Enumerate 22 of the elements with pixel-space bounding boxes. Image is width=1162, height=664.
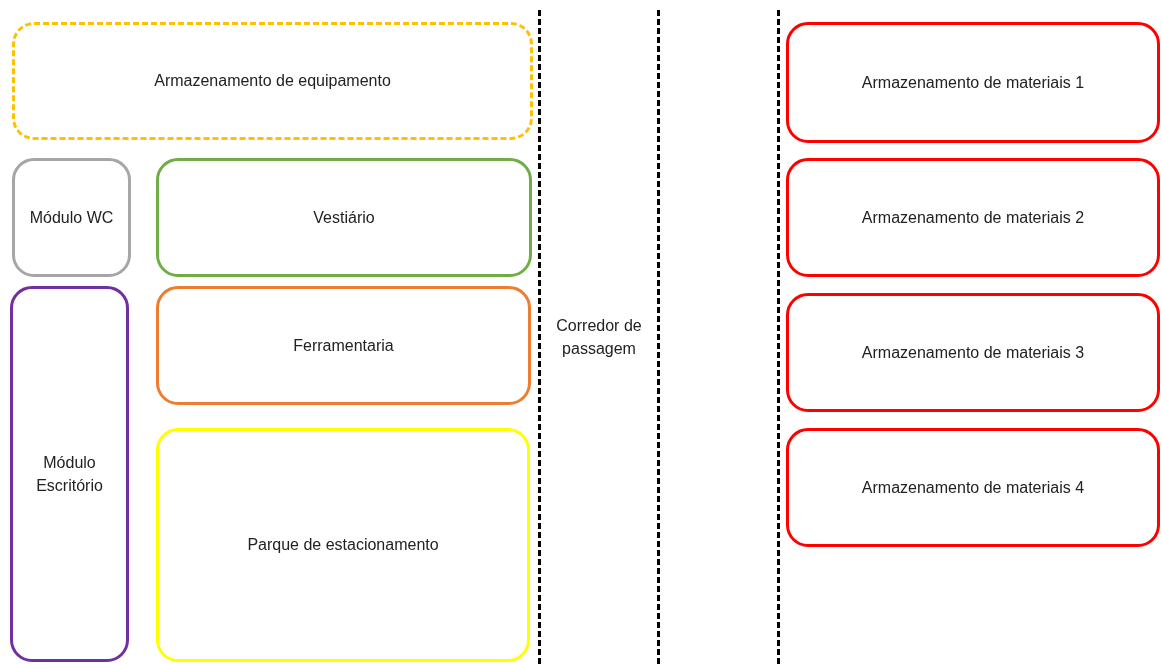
room-box	[156, 158, 532, 277]
area-label: Armazenamento de materiais 4	[860, 477, 1086, 498]
corridor-band	[538, 10, 660, 664]
storage-area	[786, 293, 1160, 412]
area-label: Armazenamento de equipamento	[153, 71, 392, 92]
module-box	[12, 158, 131, 277]
area-label: Armazenamento de materiais 2	[860, 207, 1086, 228]
room-box	[156, 286, 531, 405]
parking-area	[156, 428, 530, 662]
area-label: Ferramentaria	[292, 335, 395, 356]
storage-area	[12, 22, 533, 140]
storage-area	[786, 22, 1160, 143]
area-label: Armazenamento de materiais 3	[860, 342, 1086, 363]
area-label: Módulo Escritório	[35, 452, 104, 496]
module-box	[10, 286, 129, 662]
area-label: Armazenamento de materiais 1	[860, 72, 1086, 93]
area-label: Parque de estacionamento	[246, 535, 440, 556]
corridor-label: Corredor de passagem	[555, 315, 643, 359]
area-label: Módulo WC	[28, 207, 115, 228]
storage-area	[786, 428, 1160, 547]
storage-area	[786, 158, 1160, 277]
area-label: Vestiário	[312, 207, 376, 228]
